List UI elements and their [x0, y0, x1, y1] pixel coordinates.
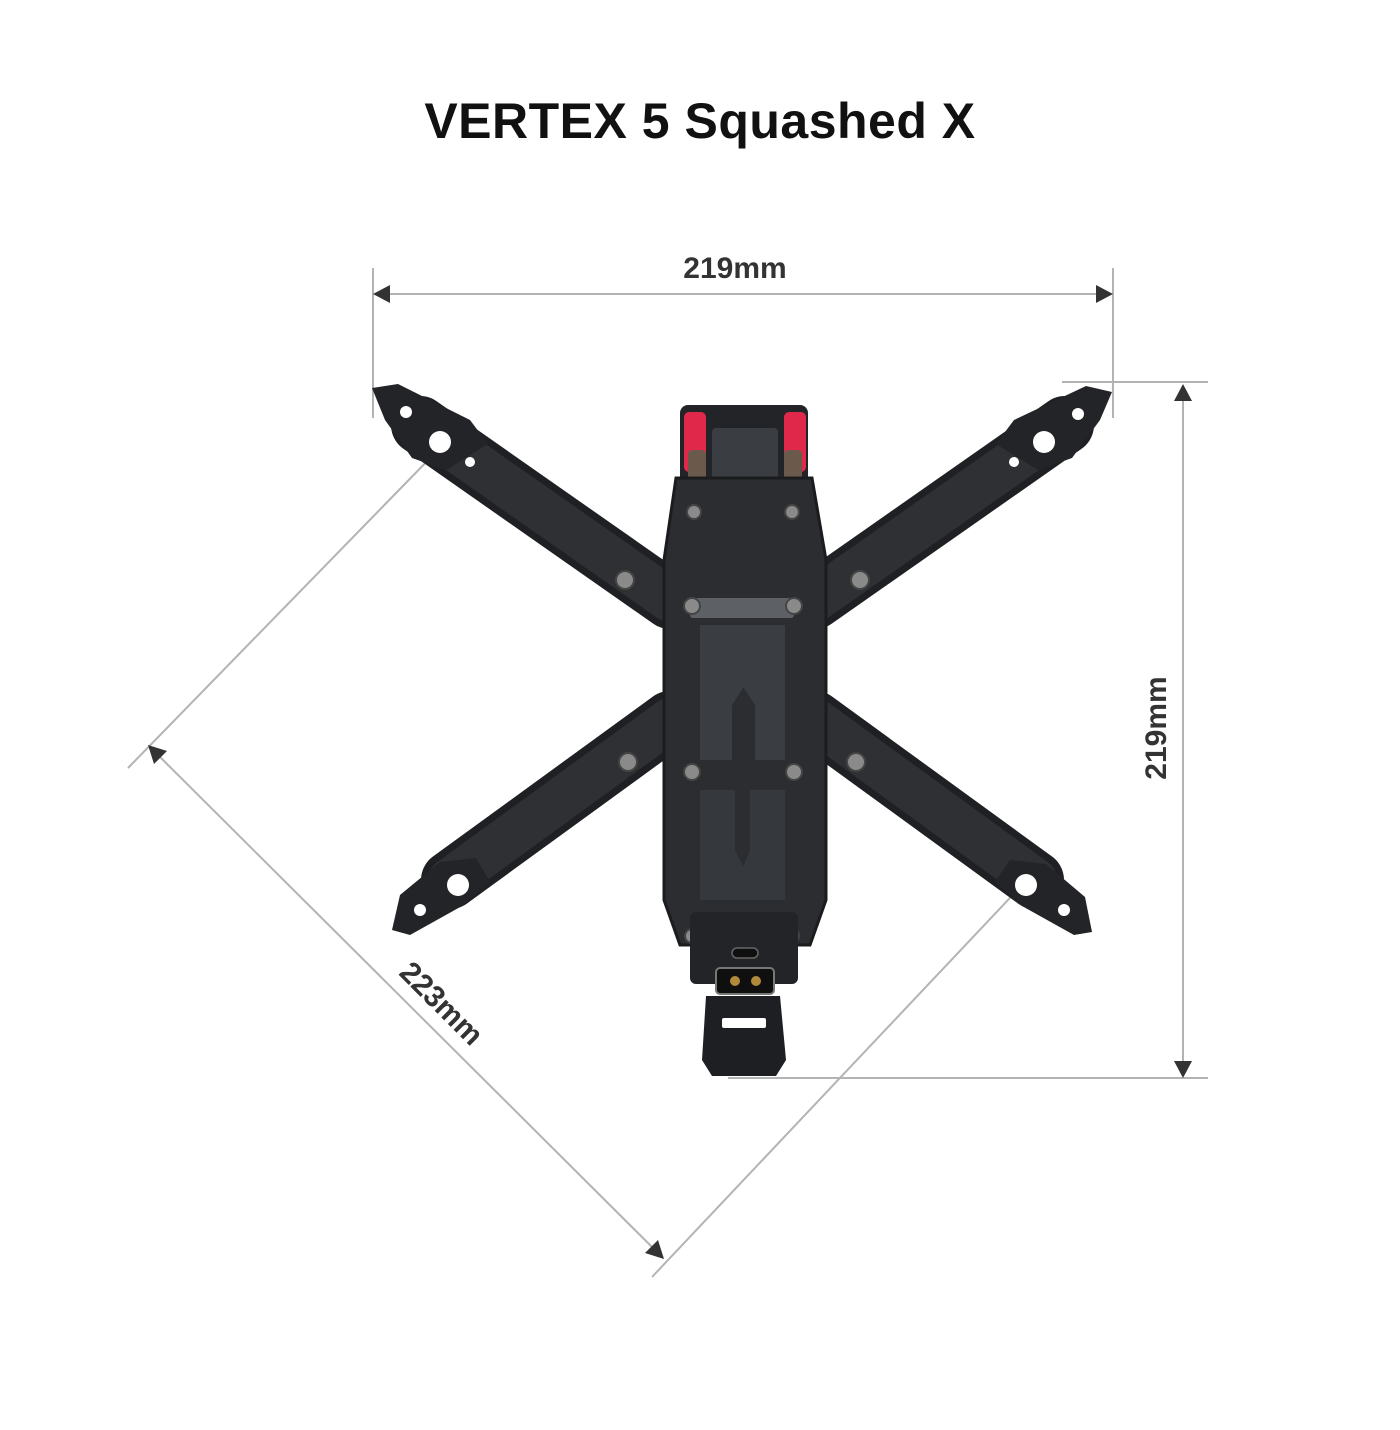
height-arrow-bottom [1174, 1061, 1192, 1078]
arm-bottom-right [786, 691, 1092, 935]
width-arrow-right [1096, 285, 1113, 303]
battery-mount [702, 996, 786, 1076]
page-title: VERTEX 5 Squashed X [424, 93, 976, 149]
diagonal-extension-top [127, 449, 439, 769]
height-arrow-top [1174, 384, 1192, 401]
drone-frame-illustration [372, 384, 1112, 1076]
diagonal-arrow-bottom [645, 1240, 664, 1259]
width-label: 219mm [683, 252, 786, 285]
power-connector [715, 967, 775, 995]
diagonal-extension-bottom [651, 881, 1026, 1278]
diagonal-dimension-line [157, 754, 656, 1251]
arm-top-left [372, 384, 699, 629]
arm-bottom-left [392, 691, 699, 935]
dimension-lines [127, 268, 1208, 1278]
usb-port [731, 947, 759, 959]
width-arrow-left [373, 285, 390, 303]
diagonal-arrow-top [148, 745, 167, 764]
dimension-arrows [148, 285, 1192, 1259]
drone-body [662, 405, 828, 1076]
height-label: 219mm [1140, 676, 1173, 779]
arm-top-right [786, 386, 1112, 629]
drone-arms [372, 384, 1112, 935]
